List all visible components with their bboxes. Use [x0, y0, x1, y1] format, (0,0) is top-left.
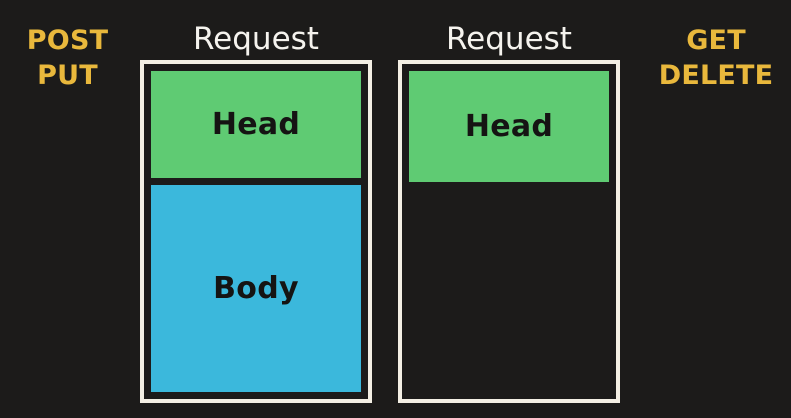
request-frame-without-body-inner: Head: [409, 71, 609, 392]
method-label-post: POST: [26, 25, 109, 56]
body-block: Body: [151, 185, 361, 392]
method-label-get: GET: [686, 25, 746, 56]
method-label-put: PUT: [37, 59, 98, 91]
request-frame-without-body: Head: [398, 60, 620, 403]
read-methods-label-group: GET DELETE: [641, 24, 791, 93]
request-title-with-body: Request: [193, 21, 319, 57]
method-label-delete: DELETE: [658, 59, 774, 91]
head-block-with-body: Head: [151, 71, 361, 178]
head-block-without-body: Head: [409, 71, 609, 182]
request-frame-with-body: Head Body: [140, 60, 372, 403]
write-methods-label-group: POST PUT: [0, 24, 135, 93]
request-title-without-body: Request: [446, 21, 572, 57]
request-frame-with-body-inner: Head Body: [151, 71, 361, 392]
